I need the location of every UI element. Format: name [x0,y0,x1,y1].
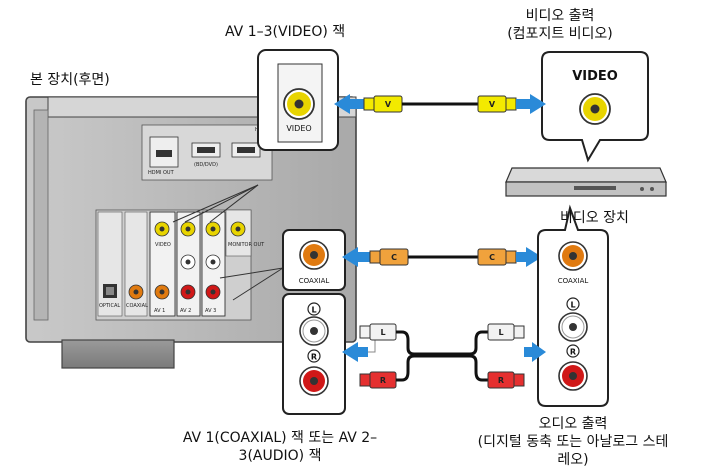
audio-out-label-2: (디지털 동축 또는 아날로그 스테 [478,434,669,450]
svg-text:AV 1: AV 1 [154,308,165,314]
video-out-jack-label: VIDEO [572,69,618,84]
svg-text:V: V [489,100,496,109]
video-cable: V V [334,94,546,114]
video-device-icon [505,167,667,197]
callout-receiver-audio: L R [282,293,346,415]
callout-device-audio-out: COAXIAL L R [537,204,609,407]
svg-text:R: R [311,353,317,362]
svg-text:R: R [380,376,386,385]
video-jack-label: VIDEO [286,124,311,133]
audio-out-label-3: 레오) [557,452,588,468]
arrow-right-icon [530,94,546,114]
svg-text:L: L [570,301,575,310]
receiver-rear-panel: HD HDMI OUT (BD/DVD) VIDEO MONITOR OUT [25,96,357,369]
video-out-title: 비디오 출력 [526,8,595,24]
svg-text:COAXIAL: COAXIAL [299,277,330,285]
av-audio-label-1: AV 1(COAXIAL) 잭 또는 AV 2– [183,430,377,446]
video-device-label: 비디오 장치 [560,210,629,226]
panel-audio-left-jacks [180,254,221,270]
callout-receiver-coaxial: COAXIAL [282,229,346,291]
av-video-jack-label: AV 1–3(VIDEO) 잭 [225,24,345,40]
svg-text:L: L [498,328,503,337]
svg-text:OPTICAL: OPTICAL [99,303,120,309]
svg-text:V: V [385,100,392,109]
av-audio-label-2: 3(AUDIO) 잭 [239,448,322,464]
callout-device-video-out: VIDEO [541,51,649,163]
svg-text:COAXIAL: COAXIAL [126,303,148,309]
coaxial-cable: C C [342,247,542,267]
hdmi-in1-label: (BD/DVD) [194,162,218,168]
unit-rear-label: 본 장치(후면) [30,72,110,88]
svg-text:C: C [391,253,397,262]
svg-text:AV 2: AV 2 [180,308,191,314]
hdmi-out-label: HDMI OUT [148,170,175,176]
panel-coax-and-right-jacks [154,284,221,300]
svg-text:L: L [311,306,316,315]
monitor-out-label: MONITOR OUT [228,242,265,248]
panel-video-jacks [154,221,246,237]
svg-text:VIDEO: VIDEO [155,242,171,248]
svg-text:COAXIAL: COAXIAL [558,277,589,285]
svg-text:AV 3: AV 3 [205,308,216,314]
audio-out-label-1: 오디오 출력 [539,416,608,432]
stereo-audio-cable: L R L R [342,323,546,389]
svg-text:L: L [380,328,385,337]
svg-text:C: C [489,253,495,262]
svg-text:R: R [498,376,504,385]
arrow-left-icon [334,94,350,114]
callout-receiver-video-jack: VIDEO [257,49,339,151]
video-out-subtitle: (컴포지트 비디오) [507,26,613,42]
svg-text:R: R [570,348,576,357]
